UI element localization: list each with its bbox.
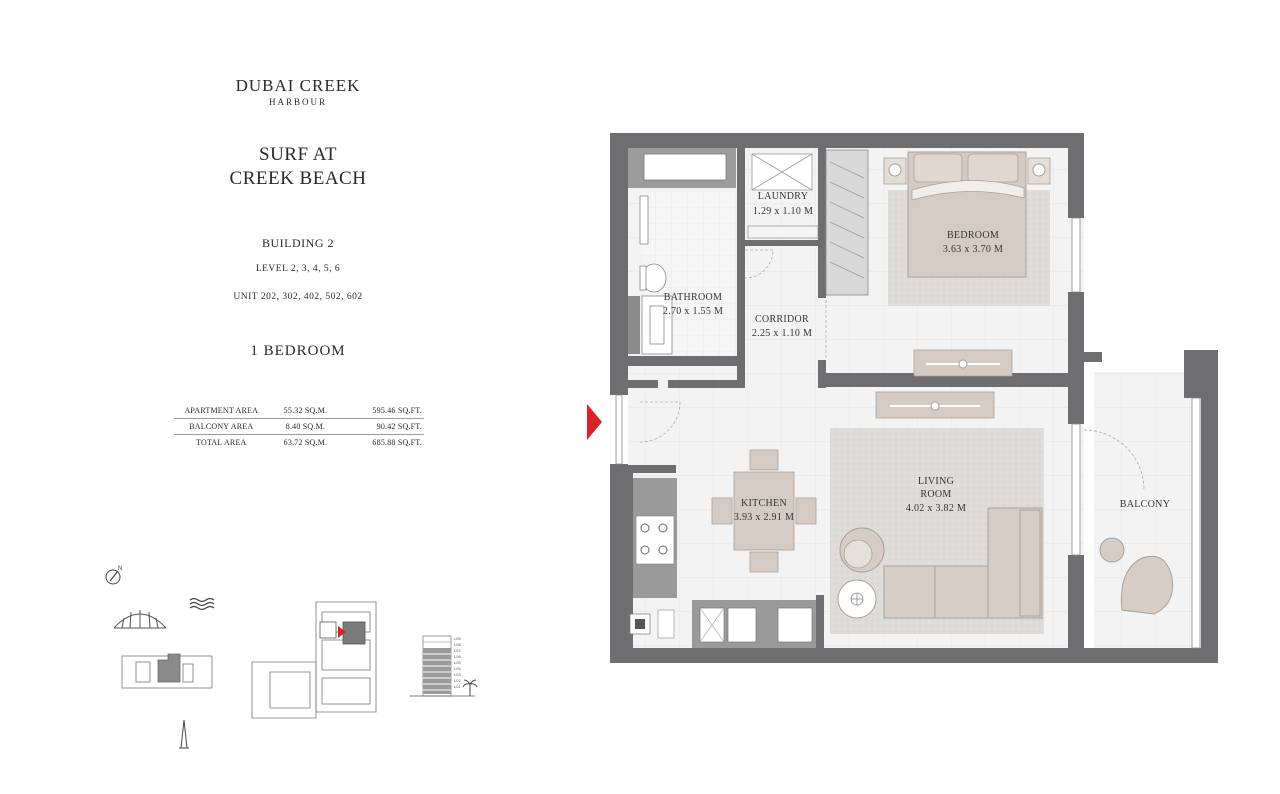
room-label-laundry: LAUNDRY bbox=[758, 191, 808, 202]
level-label: L07 bbox=[454, 648, 461, 653]
room-label-bathroom: BATHROOM bbox=[664, 292, 723, 303]
table-row: APARTMENT AREA 55.32 SQ.M. 595.46 SQ.FT. bbox=[174, 403, 424, 419]
area-sqft: 90.42 SQ.FT. bbox=[342, 418, 424, 435]
room-label-kitchen: KITCHEN bbox=[741, 498, 787, 509]
bridge-icon bbox=[113, 610, 167, 629]
area-sqm: 55.32 SQ.M. bbox=[268, 403, 343, 419]
balcony-furniture bbox=[1099, 537, 1174, 615]
north-compass-icon: N bbox=[105, 566, 122, 585]
project-title-line2: CREEK BEACH bbox=[229, 168, 367, 189]
area-sqft: 685.88 SQ.FT. bbox=[372, 438, 422, 447]
level-label: L01 bbox=[454, 684, 461, 689]
sofa bbox=[883, 507, 1043, 619]
room-label-living-2: ROOM bbox=[920, 489, 951, 500]
level-label: L05 bbox=[454, 660, 461, 665]
brand-name: DUBAI CREEK bbox=[235, 76, 361, 95]
water-waves-icon bbox=[189, 597, 215, 611]
room-dims-bedroom: 3.63 x 3.70 M bbox=[943, 244, 1003, 255]
windows bbox=[615, 217, 1201, 649]
tower-icon bbox=[179, 719, 189, 749]
levels-label: LEVEL 2, 3, 4, 5, 6 bbox=[255, 264, 341, 274]
level-label: L09 bbox=[454, 636, 461, 641]
doors bbox=[639, 249, 1145, 491]
level-label: L08 bbox=[454, 642, 461, 647]
level-label: L04 bbox=[454, 666, 461, 671]
bathroom-fixtures bbox=[628, 148, 736, 355]
units-label: UNIT 202, 302, 402, 502, 602 bbox=[233, 292, 363, 302]
room-dims-bathroom: 2.70 x 1.55 M bbox=[663, 306, 723, 317]
building-section: L09 L08 L07 L06 L05 L04 L03 L02 L01 bbox=[410, 635, 478, 697]
bed bbox=[883, 151, 1051, 278]
table-row: TOTAL AREA 63.72 SQ.M. 685.88 SQ.FT. bbox=[174, 435, 424, 451]
tv-console-bedroom bbox=[913, 349, 1013, 377]
area-sqft: 595.46 SQ.FT. bbox=[342, 403, 424, 419]
site-plan bbox=[121, 653, 213, 689]
entrance-arrow-icon bbox=[587, 404, 602, 440]
dining-table bbox=[711, 449, 817, 573]
brand-logo: DUBAI CREEK HARBOUR bbox=[198, 76, 398, 107]
walls bbox=[610, 133, 1218, 663]
room-label-living: LIVING bbox=[918, 476, 954, 487]
kitchen-counter bbox=[629, 478, 816, 648]
floor-plan: LAUNDRY 1.29 x 1.10 M BEDROOM 3.63 x 3.7… bbox=[587, 133, 1218, 663]
armchair bbox=[839, 527, 885, 573]
wardrobe bbox=[825, 149, 869, 296]
building-label: BUILDING 2 bbox=[262, 236, 334, 250]
room-dims-kitchen: 3.93 x 2.91 M bbox=[734, 512, 794, 523]
area-label: TOTAL AREA bbox=[196, 438, 247, 447]
area-sqm: 8.40 SQ.M. bbox=[268, 418, 343, 435]
bedroom-type: 1 BEDROOM bbox=[250, 343, 346, 359]
room-dims-laundry: 1.29 x 1.10 M bbox=[753, 206, 813, 217]
table-row: BALCONY AREA 8.40 SQ.M. 90.42 SQ.FT. bbox=[174, 418, 424, 435]
area-label: APARTMENT AREA bbox=[174, 403, 269, 419]
side-table bbox=[837, 579, 877, 619]
palm-tree-icon bbox=[462, 679, 478, 696]
room-dims-living: 4.02 x 3.82 M bbox=[906, 503, 966, 514]
building-floorplate bbox=[251, 601, 377, 719]
brand-sub: HARBOUR bbox=[268, 97, 327, 107]
room-label-balcony: BALCONY bbox=[1120, 499, 1170, 510]
room-dims-corridor: 2.25 x 1.10 M bbox=[752, 328, 812, 339]
svg-text:N: N bbox=[118, 566, 122, 572]
level-label: L06 bbox=[454, 654, 461, 659]
key-maps: N bbox=[105, 566, 478, 749]
level-label: L03 bbox=[454, 672, 461, 677]
project-title-line1: SURF AT bbox=[259, 144, 337, 165]
area-table: APARTMENT AREA 55.32 SQ.M. 595.46 SQ.FT.… bbox=[174, 403, 424, 450]
project-title: SURF AT CREEK BEACH bbox=[198, 143, 398, 191]
level-label: L02 bbox=[454, 678, 461, 683]
area-label: BALCONY AREA bbox=[174, 418, 269, 435]
area-sqm: 63.72 SQ.M. bbox=[283, 438, 328, 447]
tv-console-living bbox=[875, 391, 995, 419]
laundry-fixtures bbox=[747, 153, 819, 239]
room-label-bedroom: BEDROOM bbox=[947, 230, 999, 241]
room-label-corridor: CORRIDOR bbox=[755, 314, 809, 325]
